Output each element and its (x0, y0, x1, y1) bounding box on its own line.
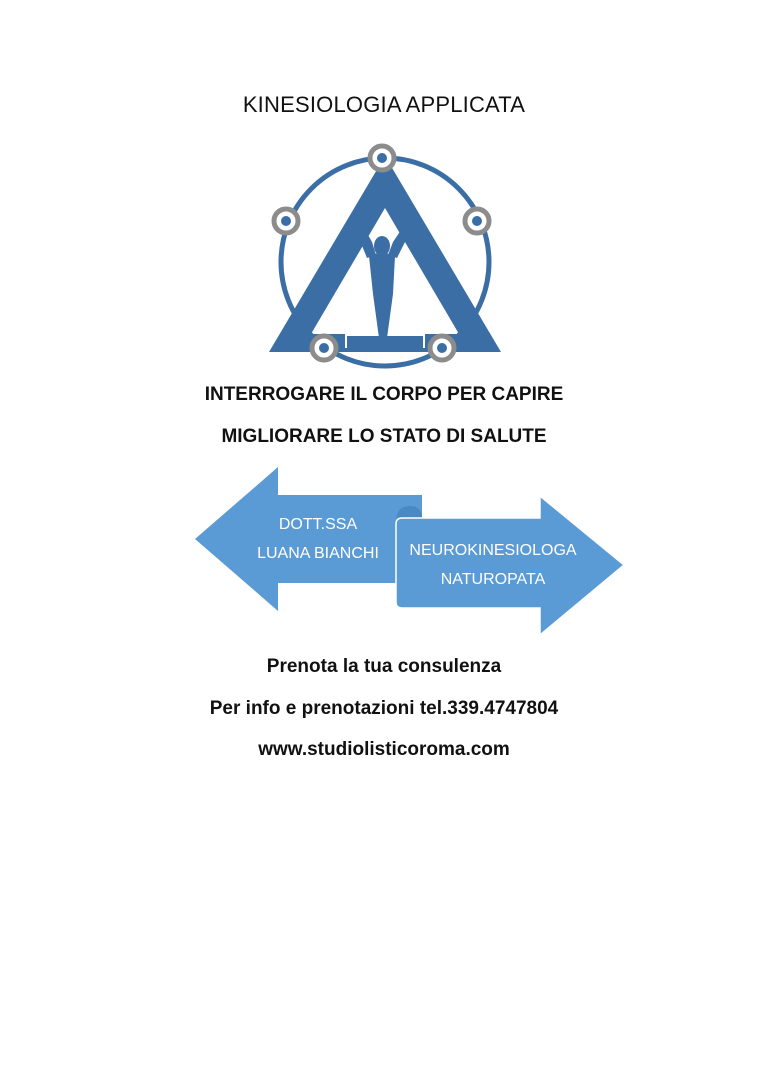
booking-text: Prenota la tua consulenza (266, 656, 502, 677)
page-title: KINESIOLOGIA APPLICATA (242, 92, 526, 117)
right-arrow-line-2: NATUROPATA (441, 571, 546, 588)
right-arrow-line-1: NEUROKINESIOLOGA (409, 542, 576, 559)
tagline-first: INTERROGARE IL CORPO PER CAPIRE (204, 384, 564, 405)
node-top (367, 143, 397, 173)
node-bottom-right (427, 333, 457, 363)
right-arrow-shape (395, 494, 626, 637)
website-link[interactable]: www.studiolisticoroma.com (258, 739, 510, 760)
kinesiology-logo-icon (269, 143, 501, 369)
contact-phone-text: Per info e prenotazioni tel.339.4747804 (209, 698, 559, 719)
node-left (271, 206, 301, 236)
tagline-second: MIGLIORARE LO STATO DI SALUTE (221, 426, 547, 447)
left-arrow-line-2: LUANA BIANCHI (257, 545, 379, 562)
double-arrow-banner: DOTT.SSA LUANA BIANCHI NEUROKINESIOLOGA … (195, 467, 626, 637)
node-bottom-left (309, 333, 339, 363)
left-arrow-shape (195, 467, 422, 611)
node-right (462, 206, 492, 236)
left-arrow-line-1: DOTT.SSA (279, 516, 358, 533)
